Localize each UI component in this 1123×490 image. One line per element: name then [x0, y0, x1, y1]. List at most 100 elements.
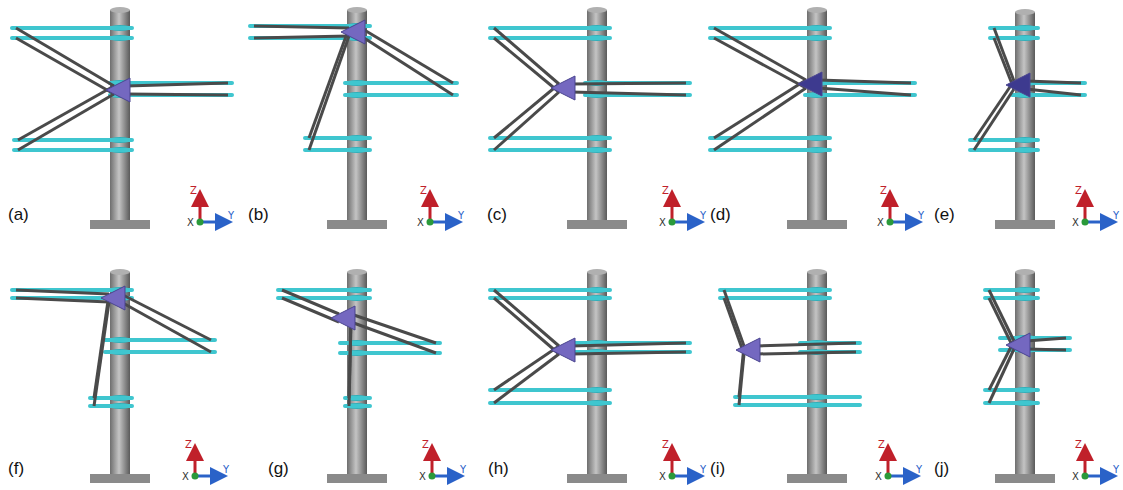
cable — [309, 28, 349, 138]
z-axis-arrow — [889, 198, 892, 222]
pole — [807, 10, 827, 220]
cable — [309, 36, 349, 150]
panel-label: (h) — [488, 460, 509, 477]
cable — [282, 298, 339, 322]
guide-bar — [90, 404, 132, 408]
guide-bar — [710, 26, 830, 30]
x-axis-dot — [887, 219, 894, 226]
cable — [724, 290, 744, 346]
robot-panel — [12, 269, 219, 483]
pole — [347, 272, 367, 474]
cable — [126, 94, 228, 95]
panel-label: (i) — [710, 460, 725, 477]
cable — [994, 28, 1014, 81]
cable — [121, 302, 211, 352]
axis-label: Y — [1113, 465, 1119, 475]
panel-label: (e) — [934, 206, 955, 223]
guide-bar — [345, 93, 457, 97]
pole-cap — [587, 269, 607, 275]
moving-platform — [551, 338, 575, 362]
robot-panel — [710, 7, 915, 229]
moving-platform — [736, 338, 760, 362]
y-axis-arrow — [1085, 221, 1109, 224]
x-axis-dot — [429, 473, 436, 480]
cable — [94, 302, 109, 406]
cable — [494, 84, 559, 138]
guide-bar — [105, 338, 215, 342]
robot-panel — [490, 269, 696, 483]
y-axis-arrow — [430, 221, 454, 224]
guide-bar — [490, 26, 610, 30]
robot-panel — [985, 269, 1109, 483]
z-axis-arrow — [671, 198, 674, 222]
cable — [1026, 349, 1066, 350]
cable — [571, 352, 686, 354]
axis-label: X — [1072, 472, 1079, 482]
pole — [807, 272, 827, 474]
axis-label: Z — [1075, 440, 1082, 450]
y-axis-arrow — [1085, 475, 1109, 478]
cable — [494, 346, 559, 390]
guide-bar — [985, 288, 1038, 292]
cable — [16, 38, 114, 94]
base-plate — [995, 220, 1055, 229]
axis-label: X — [877, 218, 884, 228]
axis-label: Y — [460, 465, 466, 475]
cable — [361, 28, 453, 83]
axis-triad — [1082, 452, 1110, 480]
moving-platform — [341, 20, 365, 44]
axis-label: X — [1072, 218, 1079, 228]
pole — [587, 10, 607, 220]
y-axis-arrow — [672, 221, 696, 224]
guide-bar — [340, 351, 440, 355]
axis-label: Z — [422, 440, 429, 450]
axis-label: Z — [1075, 186, 1082, 196]
cable — [989, 298, 1014, 349]
guide-bar — [105, 350, 215, 354]
robot-panel — [278, 269, 456, 483]
moving-platform — [1006, 333, 1030, 357]
panel-label: (j) — [934, 460, 949, 477]
z-axis-arrow — [671, 452, 674, 476]
cable — [16, 298, 109, 302]
cable — [494, 38, 559, 92]
pole-cap — [1015, 9, 1035, 15]
cable — [121, 294, 211, 340]
cable — [126, 83, 228, 86]
y-axis-arrow — [890, 221, 914, 224]
guide-bar — [735, 403, 860, 407]
x-axis-dot — [669, 219, 676, 226]
moving-platform — [1006, 73, 1030, 97]
pole — [587, 272, 607, 474]
axis-label: Z — [662, 186, 669, 196]
axis-triad — [887, 198, 915, 226]
base-plate — [567, 220, 627, 229]
robot-panel — [490, 7, 696, 229]
axis-label: Z — [420, 186, 427, 196]
cable — [494, 92, 559, 150]
base-plate — [787, 220, 847, 229]
guide-bar — [490, 296, 610, 300]
axis-label: Y — [228, 211, 234, 221]
moving-platform — [798, 72, 822, 96]
base-plate — [90, 474, 150, 483]
pole — [1015, 272, 1035, 474]
pole-cap — [110, 7, 130, 13]
z-axis-arrow — [199, 198, 202, 222]
guide-bar — [278, 296, 370, 300]
cable — [571, 92, 686, 95]
axis-label: Y — [700, 211, 706, 221]
guide-bar — [14, 148, 132, 152]
cable — [714, 28, 806, 80]
cable — [724, 298, 744, 354]
guide-bar — [490, 148, 610, 152]
guide-bar — [970, 148, 1038, 152]
cable — [974, 81, 1014, 140]
axis-triad — [669, 198, 697, 226]
guide-bar — [278, 288, 370, 292]
cable — [989, 349, 1014, 403]
axis-triad — [192, 452, 220, 480]
axis-label: X — [875, 472, 882, 482]
